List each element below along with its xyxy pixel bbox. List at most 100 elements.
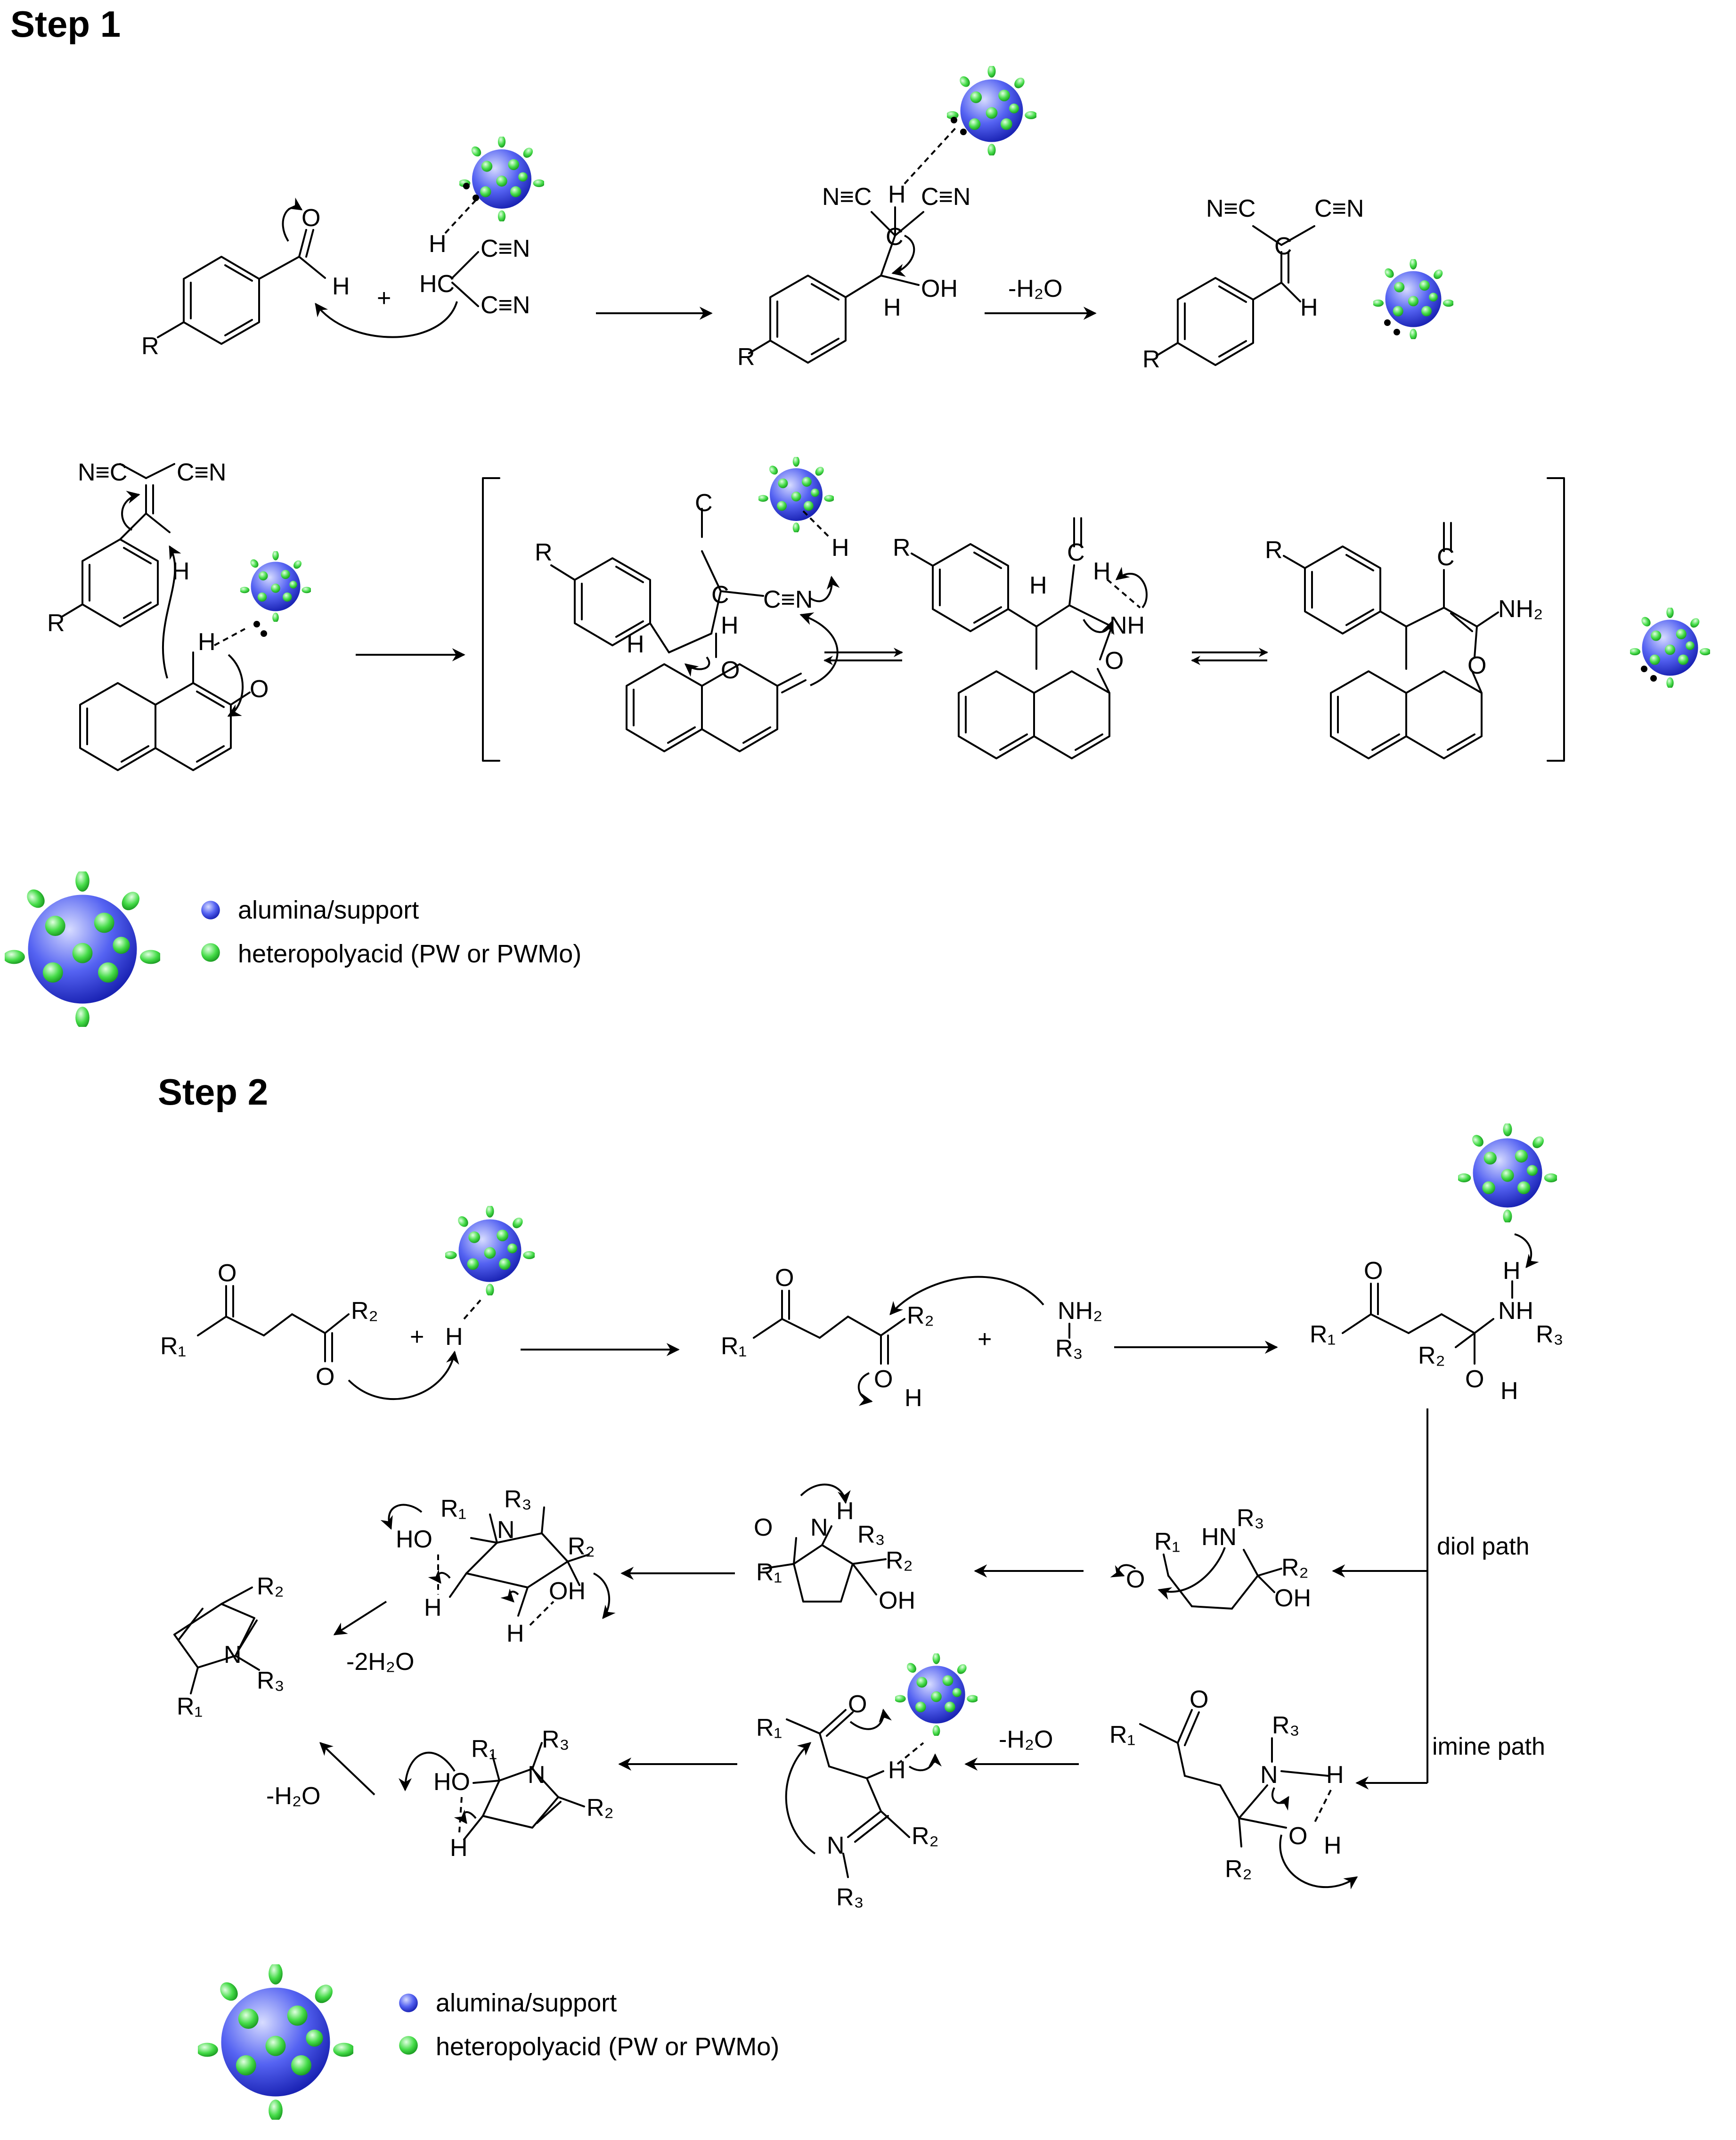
svg-text:R₃: R₃ xyxy=(542,1726,570,1753)
imine-path-hemiaminal: R₁ O N R₃ H O H R₂ xyxy=(1109,1686,1358,1889)
svg-text:O: O xyxy=(1190,1686,1208,1713)
catalyst-particle xyxy=(1373,259,1453,339)
svg-text:NH: NH xyxy=(1109,612,1145,639)
svg-text:R₃: R₃ xyxy=(836,1884,864,1911)
svg-text:H: H xyxy=(1503,1257,1521,1285)
equilibrium-arrow xyxy=(1191,648,1268,665)
svg-text:NH₂: NH₂ xyxy=(1498,595,1543,623)
svg-text:NH₂: NH₂ xyxy=(1058,1297,1102,1325)
svg-text:H: H xyxy=(1326,1761,1344,1789)
svg-text:N: N xyxy=(497,1516,515,1544)
minus-water-label: -H₂O xyxy=(1008,275,1063,302)
svg-text:C: C xyxy=(711,581,729,609)
svg-text:O: O xyxy=(721,657,740,684)
svg-text:HO: HO xyxy=(396,1526,432,1553)
svg-text:R: R xyxy=(535,539,553,566)
svg-text:O: O xyxy=(1364,1257,1383,1285)
malononitrile: H HC C≡N C≡N xyxy=(315,199,530,338)
support-swatch xyxy=(399,1994,418,2012)
svg-text:NH: NH xyxy=(1498,1297,1533,1325)
svg-text:C≡N: C≡N xyxy=(763,586,813,613)
plus-sign: + xyxy=(377,285,391,312)
svg-text:R₃: R₃ xyxy=(1536,1321,1564,1348)
svg-text:H: H xyxy=(450,1834,468,1862)
benzaldehyde: R O H xyxy=(141,197,350,360)
svg-text:R₂: R₂ xyxy=(587,1794,614,1822)
svg-text:R₃: R₃ xyxy=(504,1486,532,1513)
imino-cyclization-intermediate: R C H H NH O xyxy=(893,517,1148,759)
svg-text:N: N xyxy=(827,1832,845,1859)
svg-text:H: H xyxy=(424,1594,442,1621)
minus-water-label: -H₂O xyxy=(999,1726,1053,1753)
benzylidene-with-naphthol: R N≡C C≡N H H O xyxy=(47,459,269,771)
svg-text:HN: HN xyxy=(1201,1523,1237,1551)
cyclic-zwitterion: O N H R₃ R₁ R₂ OH xyxy=(754,1483,915,1614)
hemiaminal-intermediate: R₁ O H NH R₃ R₂ O H xyxy=(1310,1233,1564,1405)
svg-text:R₂: R₂ xyxy=(568,1533,595,1560)
svg-text:R₃: R₃ xyxy=(1237,1505,1264,1532)
svg-text:R₃: R₃ xyxy=(857,1521,885,1548)
svg-text:R₁: R₁ xyxy=(1154,1528,1180,1555)
svg-text:H: H xyxy=(721,612,739,639)
svg-text:R₁: R₁ xyxy=(440,1495,466,1522)
benzylidene-malononitrile: R N≡C C≡N C H xyxy=(1142,195,1364,373)
catalyst-particle xyxy=(240,551,311,622)
svg-text:O: O xyxy=(218,1260,236,1287)
svg-text:R: R xyxy=(737,343,755,371)
svg-text:H: H xyxy=(883,294,901,321)
svg-text:C≡N: C≡N xyxy=(177,459,226,486)
svg-text:H: H xyxy=(888,1757,906,1784)
catalyst-particle-legend xyxy=(198,1964,353,2120)
svg-text:R₂: R₂ xyxy=(1418,1342,1445,1369)
svg-text:N≡C: N≡C xyxy=(1206,195,1255,222)
svg-text:R₁: R₁ xyxy=(756,1559,782,1586)
cyclic-diol: HO R₁ N R₃ R₂ OH H H xyxy=(380,1486,616,1647)
proton-h: H xyxy=(445,1323,463,1351)
svg-text:R₂: R₂ xyxy=(907,1302,934,1329)
r-label: R xyxy=(141,333,159,360)
svg-text:H: H xyxy=(831,534,849,561)
diketone: R₁ O R₂ O xyxy=(160,1260,378,1391)
svg-text:R₁: R₁ xyxy=(1310,1321,1336,1348)
acid-swatch xyxy=(201,943,220,962)
diol-path-hemiaminal: R₁ O HN R₃ R₂ OH xyxy=(1110,1505,1311,1612)
legend-acid-label: heteropolyacid (PW or PWMo) xyxy=(238,940,581,968)
imine-path-label: imine path xyxy=(1432,1733,1545,1760)
svg-text:R₂: R₂ xyxy=(351,1297,378,1325)
primary-amine: NH₂ R₃ xyxy=(889,1276,1102,1362)
svg-text:C≡N: C≡N xyxy=(481,235,530,262)
minus-2water-label: -2H₂O xyxy=(346,1648,414,1676)
svg-text:N: N xyxy=(1260,1761,1278,1789)
protonated-diketone: R₁ O R₂ O H xyxy=(721,1264,934,1412)
svg-text:H: H xyxy=(506,1620,524,1647)
catalyst-particle xyxy=(1630,608,1710,688)
svg-text:O: O xyxy=(874,1366,893,1393)
legend-acid-label: heteropolyacid (PW or PWMo) xyxy=(436,2033,779,2061)
alkoxide-adduct: R N≡C C≡N H OH H C xyxy=(737,126,970,371)
svg-text:C≡N: C≡N xyxy=(481,292,530,319)
svg-text:C: C xyxy=(1067,539,1085,566)
svg-text:R₁: R₁ xyxy=(177,1693,203,1720)
svg-text:R₃: R₃ xyxy=(1272,1712,1300,1739)
svg-text:N≡C: N≡C xyxy=(822,183,872,211)
bracket-right xyxy=(1547,477,1565,762)
svg-text:R₃: R₃ xyxy=(1055,1335,1083,1362)
svg-text:OH: OH xyxy=(549,1578,586,1605)
svg-text:R₂: R₂ xyxy=(1281,1554,1309,1581)
svg-text:C: C xyxy=(695,489,713,517)
svg-text:O: O xyxy=(1467,652,1486,679)
svg-text:R₂: R₂ xyxy=(1225,1855,1252,1883)
svg-text:OH: OH xyxy=(921,275,958,302)
svg-text:R₂: R₂ xyxy=(886,1547,913,1574)
catalyst-particle xyxy=(895,1653,978,1736)
svg-text:O: O xyxy=(316,1363,334,1391)
o-label: O xyxy=(302,204,320,232)
svg-text:R₃: R₃ xyxy=(257,1667,285,1694)
catalyst-particle-legend xyxy=(5,871,160,1027)
legend-step1: alumina/support heteropolyacid (PW or PW… xyxy=(5,871,581,1027)
svg-text:N: N xyxy=(224,1641,242,1668)
h-label: H xyxy=(332,273,350,300)
svg-text:O: O xyxy=(775,1264,794,1292)
legend-support-label: alumina/support xyxy=(436,1989,617,2017)
